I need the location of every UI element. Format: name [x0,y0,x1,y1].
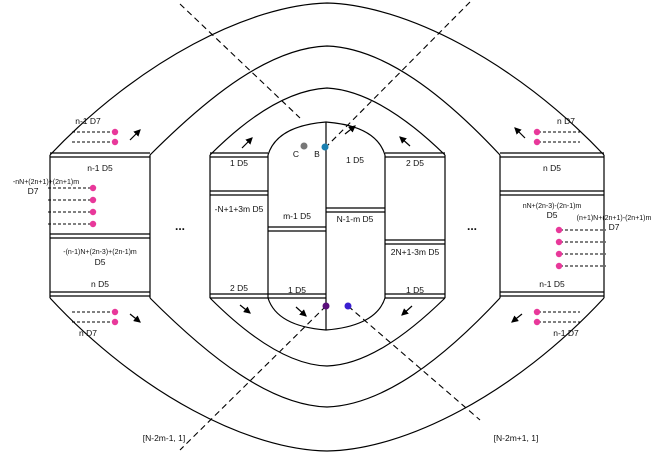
diagonal-lines [179,1,481,451]
d7-point [555,250,563,258]
d7-point [111,308,119,316]
label-c4-bottom: 1 D5 [406,285,424,295]
label-c1-top: 1 D5 [230,158,248,168]
d7-point [111,138,119,146]
d7-point [555,262,563,270]
d7-point [533,308,541,316]
d7-point [533,318,541,326]
label-right-top-d5: n D5 [543,163,561,173]
label-right-mid-d5: D5 [547,210,558,220]
label-left-low-formula: -(n-1)N+(2n-3)+(2n-1)m [63,249,137,256]
ellipsis-right: ... [467,219,477,233]
right-block [499,152,605,298]
flow-arrows [129,125,526,323]
label-right-mid-formula: nN+(2n-3)-(2n-1)m [523,203,582,210]
label-c4-top: 2 D5 [406,158,424,168]
label-right-bottom-d5: n-1 D5 [539,279,565,289]
d7-point [533,128,541,136]
label-left-mid-formula: -nN+(2n+1)+(2n+1)m [13,179,79,186]
d7-point [89,184,97,192]
label-left-top-d5: n-1 D5 [87,163,113,173]
d7-point [89,208,97,216]
label-top-right-d7: n D7 [557,116,575,126]
labels: n-1 D7 n D7 n-1 D5 -nN+(2n+1)+(2n+1)m D7… [13,116,652,443]
d7-point [555,226,563,234]
label-left-low-d5: D5 [95,257,106,267]
d7-point [555,238,563,246]
label-c2-bottom: 1 D5 [288,285,306,295]
label-c3-top: 1 D5 [346,155,364,165]
d7-point [111,128,119,136]
label-bottom-left-d7: n D7 [79,328,97,338]
label-bottom-right-d7: n-1 D7 [553,328,579,338]
blue-point-marker [344,302,352,310]
label-right-side-d7: D7 [609,222,620,232]
label-point-c: C [293,149,299,159]
point-c-marker [300,142,308,150]
ellipsis-left: ... [175,219,185,233]
label-c2-mid: m-1 D5 [283,211,311,221]
central-block [209,121,446,331]
d7-point [89,220,97,228]
d7-point [89,196,97,204]
label-c4-mid: 2N+1-3m D5 [391,247,440,257]
label-bottom-left-coord: [N-2m-1, 1] [143,433,186,443]
outer-arcs [49,2,605,452]
label-c3-mid: N-1-m D5 [337,214,374,224]
label-bottom-right-coord: [N-2m+1, 1] [494,433,539,443]
label-c1-bottom: 2 D5 [230,283,248,293]
label-left-mid-d7: D7 [28,186,39,196]
label-top-left-d7: n-1 D7 [75,116,101,126]
point-b-marker [321,143,329,151]
label-right-side-formula: (n+1)N+(2n+1)-(2n+1)m [577,215,652,222]
label-left-bottom-d5: n D5 [91,279,109,289]
label-point-b: B [314,149,320,159]
label-c1-mid: -N+1+3m D5 [215,204,264,214]
purple-point-marker [322,302,330,310]
left-block [49,152,151,298]
d7-stubs [48,128,606,326]
d7-point [533,138,541,146]
d7-point [111,318,119,326]
